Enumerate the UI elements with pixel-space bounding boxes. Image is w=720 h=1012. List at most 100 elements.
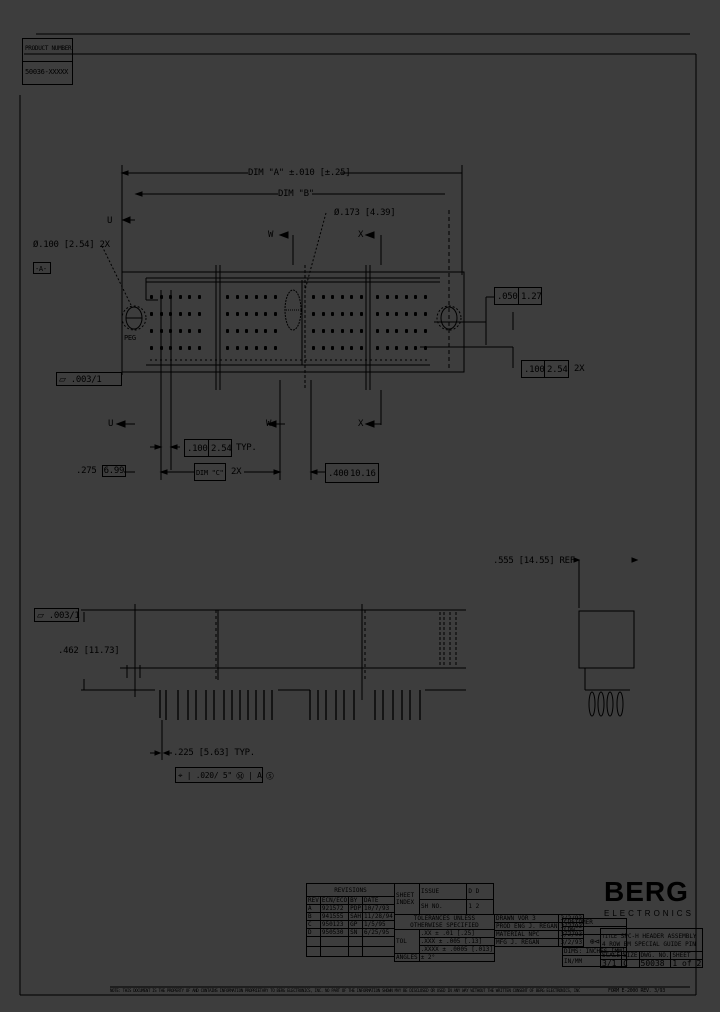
- pin-hole: [188, 312, 191, 316]
- pin-hole: [188, 346, 191, 350]
- pin-hole: [359, 329, 363, 333]
- pin-hole: [264, 346, 267, 350]
- pin-hole: [321, 312, 325, 316]
- pin-hole: [159, 346, 163, 350]
- section-w-top: W: [268, 230, 274, 240]
- pin-hole: [273, 312, 277, 316]
- pin-hole: [178, 312, 182, 316]
- divider: [518, 288, 519, 304]
- pin-spacing-label: .225 [5.63] TYP.: [173, 748, 255, 758]
- pin-hole: [197, 312, 201, 316]
- pin-hole: [340, 346, 344, 350]
- dim-400-box: .400 10.16: [325, 463, 379, 483]
- pin-hole: [340, 329, 344, 333]
- section-w-bottom: W: [266, 419, 272, 429]
- pin-hole: [264, 329, 267, 333]
- dim-275-label: .275 6.99: [76, 465, 127, 477]
- pin-hole: [197, 295, 201, 299]
- pin-hole: [404, 312, 408, 316]
- pin-hole: [254, 346, 258, 350]
- pin-hole: [312, 329, 315, 333]
- pin-hole: [169, 312, 172, 316]
- divider: [544, 361, 545, 377]
- pin-hole: [245, 295, 248, 299]
- product-number-label: PRODUCT NUMBER: [25, 45, 72, 52]
- datum-a: -A-: [33, 262, 51, 274]
- pin-hole: [264, 295, 267, 299]
- pin-hole: [264, 312, 267, 316]
- pin-hole: [150, 329, 153, 333]
- pin-hole: [331, 329, 334, 333]
- pin-hole: [404, 329, 408, 333]
- dim-c-suffix: 2X: [231, 467, 242, 477]
- hole-dia-label: Ø.173 [4.39]: [334, 208, 396, 218]
- pin-hole: [385, 295, 389, 299]
- dim-100-2x-suffix: 2X: [574, 364, 585, 374]
- pin-hole: [197, 346, 201, 350]
- product-number-box: PRODUCT NUMBER 50036-XXXXX: [22, 38, 73, 85]
- pin-hole: [395, 312, 398, 316]
- pin-hole: [254, 312, 258, 316]
- pin-hole: [169, 329, 172, 333]
- pin-hole: [159, 312, 163, 316]
- pin-hole: [414, 295, 417, 299]
- pin-hole: [423, 346, 427, 350]
- pin-hole: [321, 346, 325, 350]
- pin-hole: [159, 295, 163, 299]
- pin-hole: [359, 346, 363, 350]
- drawing-title: SPC-H HEADER ASSEMBLY: [620, 932, 697, 940]
- pin-hole: [312, 295, 315, 299]
- pin-hole: [423, 295, 427, 299]
- pin-hole: [188, 329, 191, 333]
- pin-hole: [321, 329, 325, 333]
- sheet-index-table: SHEET INDEX ISSUE D D SH NO. 1 2: [394, 883, 494, 915]
- flatness-callout-top: ⏥ .003/1: [56, 372, 122, 386]
- berg-logo-sub: ELECTRONICS: [604, 909, 694, 918]
- pin-hole: [395, 346, 398, 350]
- pin-hole: [404, 346, 408, 350]
- product-number-value: 50036-XXXXX: [25, 68, 69, 76]
- pin-hole: [350, 329, 353, 333]
- pin-hole: [404, 295, 408, 299]
- pin-hole: [376, 329, 379, 333]
- pin-hole: [321, 295, 325, 299]
- pin-hole: [178, 295, 182, 299]
- dim-b-label: DIM "B": [278, 189, 314, 199]
- pin-hole: [150, 346, 153, 350]
- pin-hole: [245, 346, 248, 350]
- proprietary-notice: NOTE: THIS DOCUMENT IS THE PROPERTY OF A…: [110, 988, 580, 993]
- berg-logo: BERG: [604, 876, 689, 907]
- pin-hole: [376, 346, 379, 350]
- pin-hole: [414, 329, 417, 333]
- divider: [23, 61, 72, 62]
- pin-hole: [395, 329, 398, 333]
- height-dim-label: .462 [11.73]: [58, 646, 120, 656]
- pin-hole: [159, 329, 163, 333]
- pin-hole: [226, 329, 229, 333]
- pin-hole: [340, 312, 344, 316]
- section-x-top: X: [358, 230, 364, 240]
- pin-hole: [350, 295, 353, 299]
- pin-hole: [385, 329, 389, 333]
- pin-hole: [245, 329, 248, 333]
- pin-hole: [150, 312, 153, 316]
- pin-hole: [273, 346, 277, 350]
- section-x-bottom: X: [358, 419, 364, 429]
- pin-hole: [331, 346, 334, 350]
- pin-hole: [169, 346, 172, 350]
- pin-hole: [423, 312, 427, 316]
- pin-hole: [273, 295, 277, 299]
- pitch-2x-label: Ø.100 [2.54] 2X: [33, 240, 110, 250]
- section-u-bottom: U: [108, 419, 114, 429]
- dim-c-box: DIM "C": [194, 463, 226, 481]
- dim-050-box: .050 1.27: [494, 287, 542, 305]
- pin-hole: [423, 329, 427, 333]
- pin-hole: [273, 329, 277, 333]
- pin-hole: [359, 295, 363, 299]
